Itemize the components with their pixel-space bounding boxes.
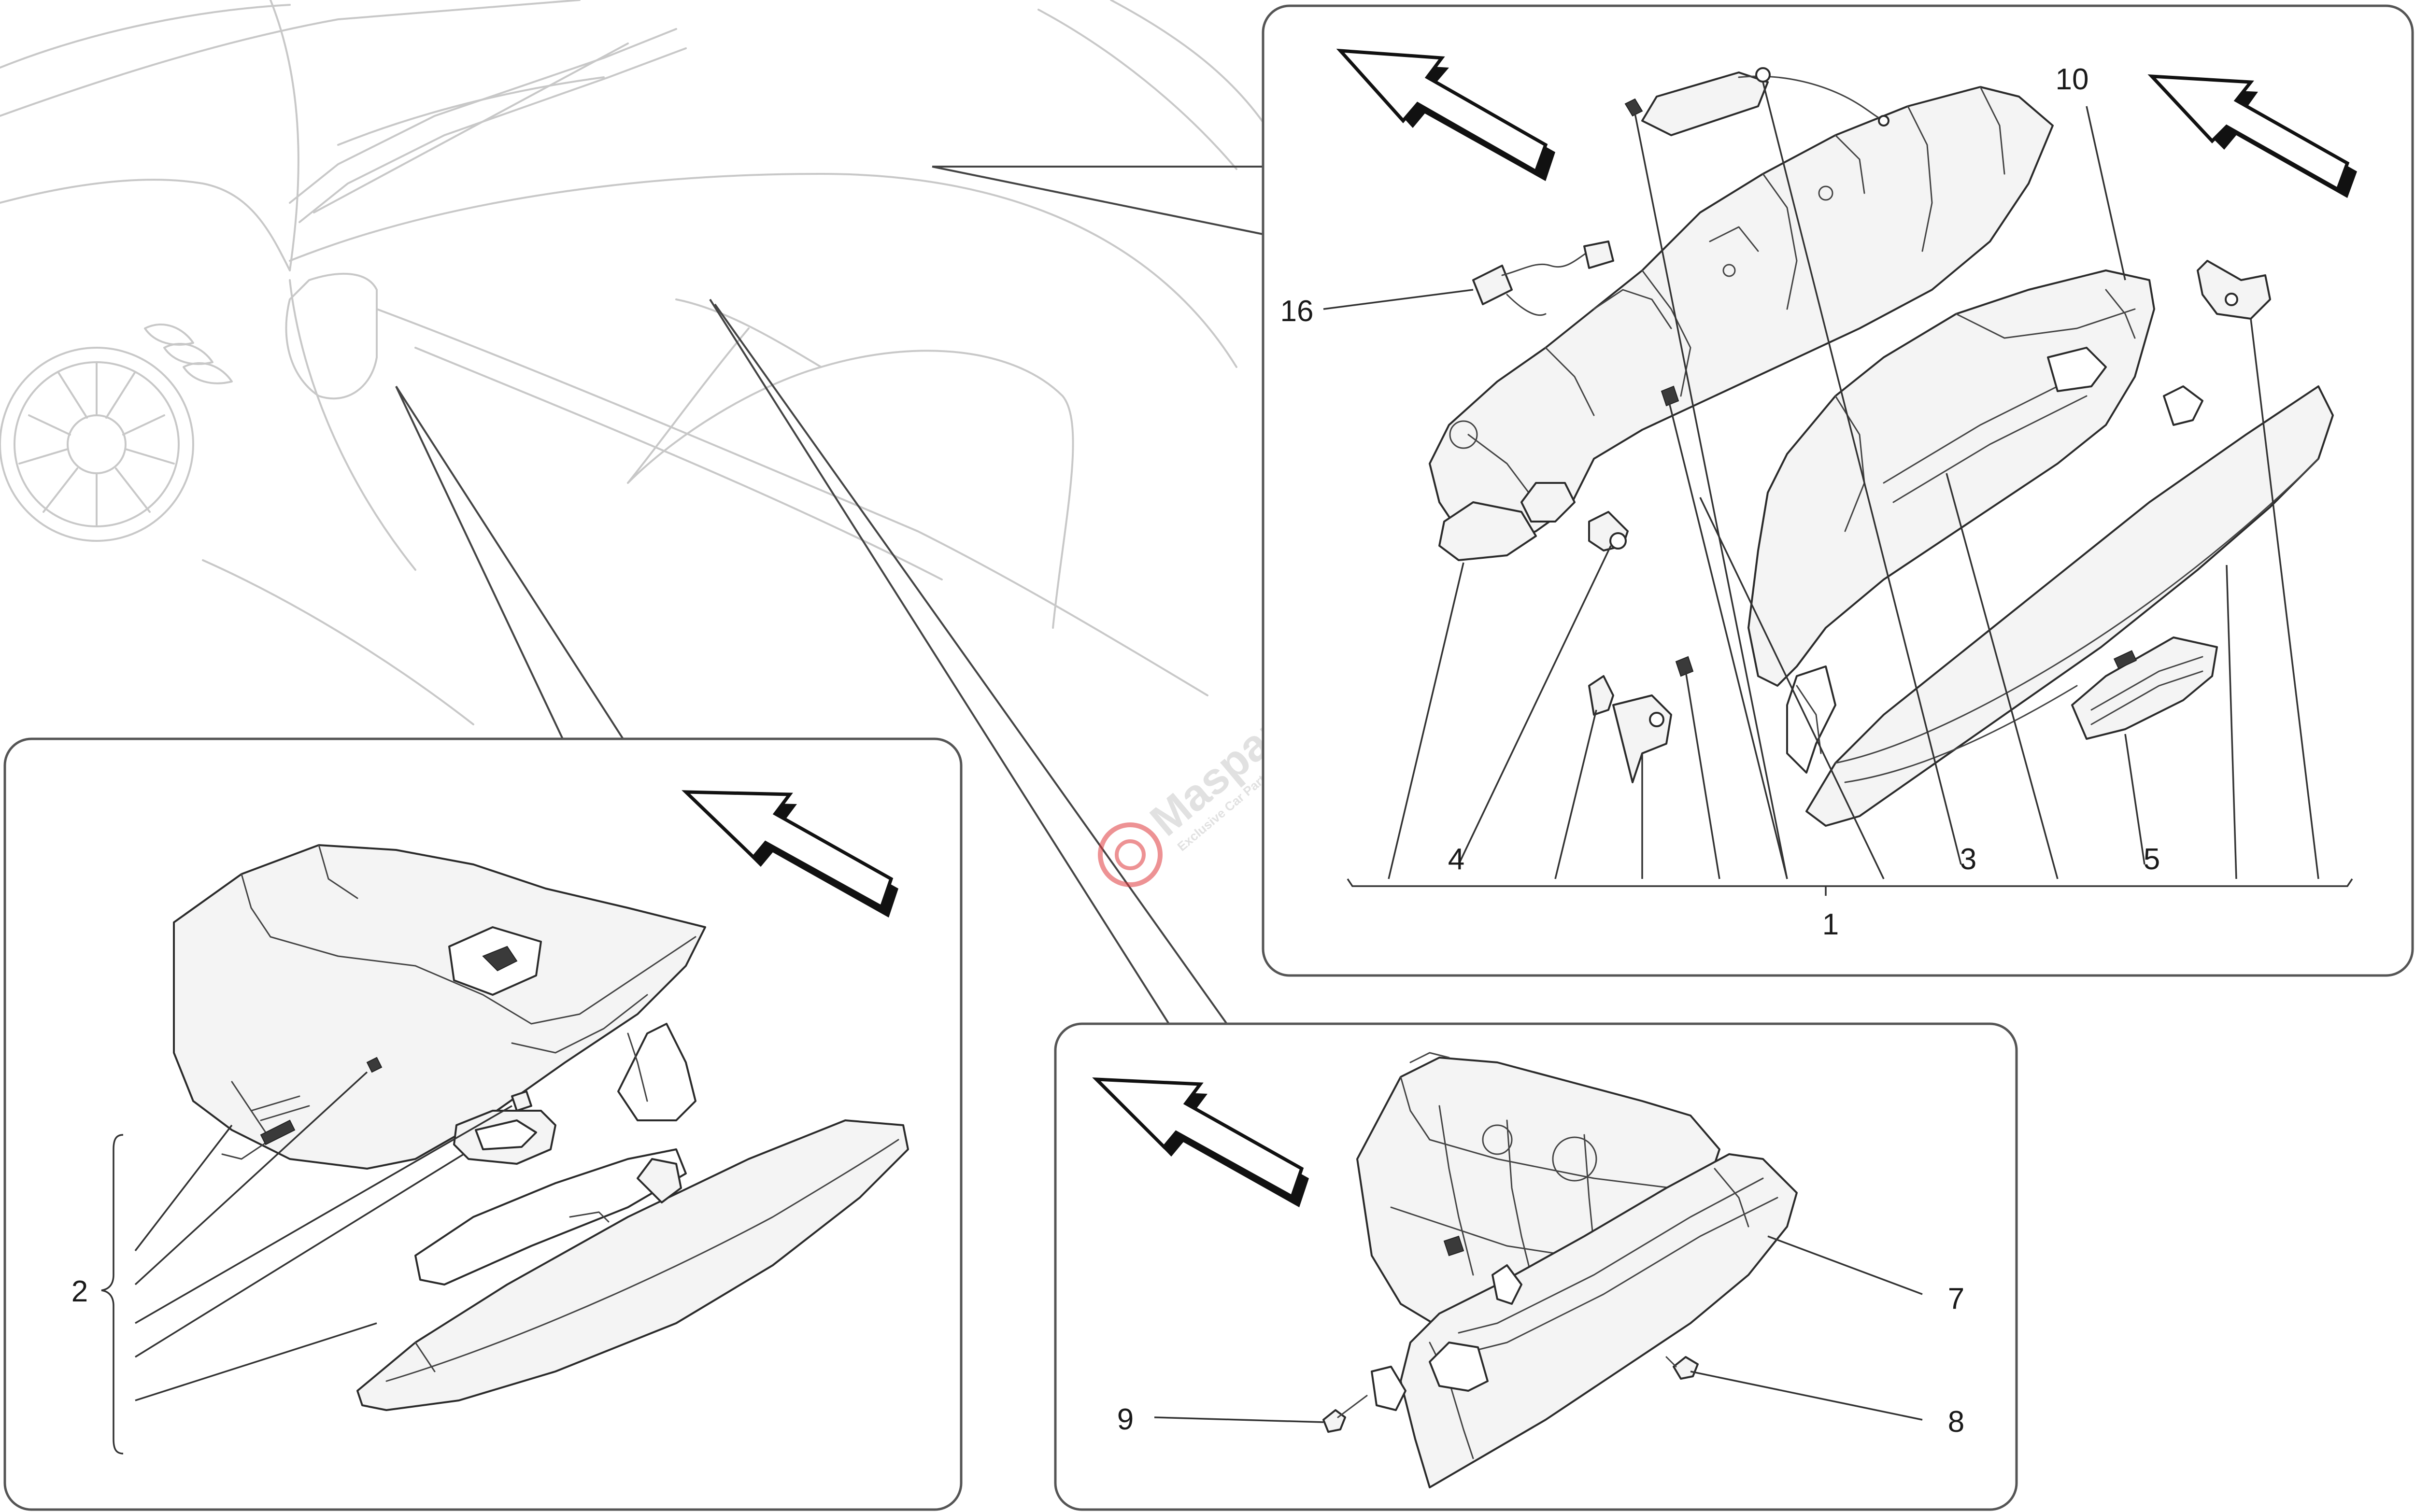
mounting-clip: [2197, 260, 2271, 320]
glovebox-bin: [1747, 269, 2155, 687]
bumper-stop: [1588, 511, 1629, 551]
callout-7: 7: [1948, 1282, 1964, 1315]
glovebox-lid-lower: [356, 1023, 909, 1411]
callout-2: 2: [71, 1275, 88, 1308]
leader-lines: [1323, 82, 2353, 896]
callout-3: 3: [1960, 843, 1976, 876]
detail-panel-glovebox-lamp: 2: [3, 737, 963, 1511]
direction-arrow-icon: [2147, 74, 2357, 198]
wiring-connector: [1472, 240, 1614, 316]
screw-icon: [1665, 1356, 1699, 1380]
callout-10: 10: [2056, 63, 2089, 96]
callout-8: 8: [1948, 1405, 1964, 1439]
leader-lines: [101, 1071, 512, 1455]
glovebox-door: [1371, 1153, 1798, 1488]
glovebox-lid: [1786, 385, 2334, 827]
callout-5: 5: [2144, 843, 2160, 876]
screw-icon: [1322, 1395, 1368, 1433]
callout-9: 9: [1117, 1403, 1134, 1436]
screw-icon: [1661, 385, 1679, 407]
direction-arrow-icon: [1336, 48, 1555, 181]
latch-handle: [2071, 636, 2218, 740]
wire-bracket: [1624, 67, 1889, 136]
callout-1: 1: [1822, 908, 1839, 941]
direction-arrow-icon: [1092, 1077, 1309, 1207]
detail-panel-glovebox-complete: 9 8 7: [1054, 1022, 2018, 1511]
car-outline: [0, 0, 1266, 725]
leader-lines: [1154, 1235, 1923, 1423]
direction-arrow-icon: [682, 790, 898, 918]
hinge-bracket: [1588, 656, 1694, 783]
glovebox-box: [173, 844, 706, 1170]
callout-4: 4: [1448, 843, 1464, 876]
callout-16: 16: [1280, 295, 1314, 328]
zoom-lines: [395, 166, 1264, 1025]
detail-panel-glovebox-assembly: 4 3 5 1 10 16: [1262, 4, 2414, 977]
